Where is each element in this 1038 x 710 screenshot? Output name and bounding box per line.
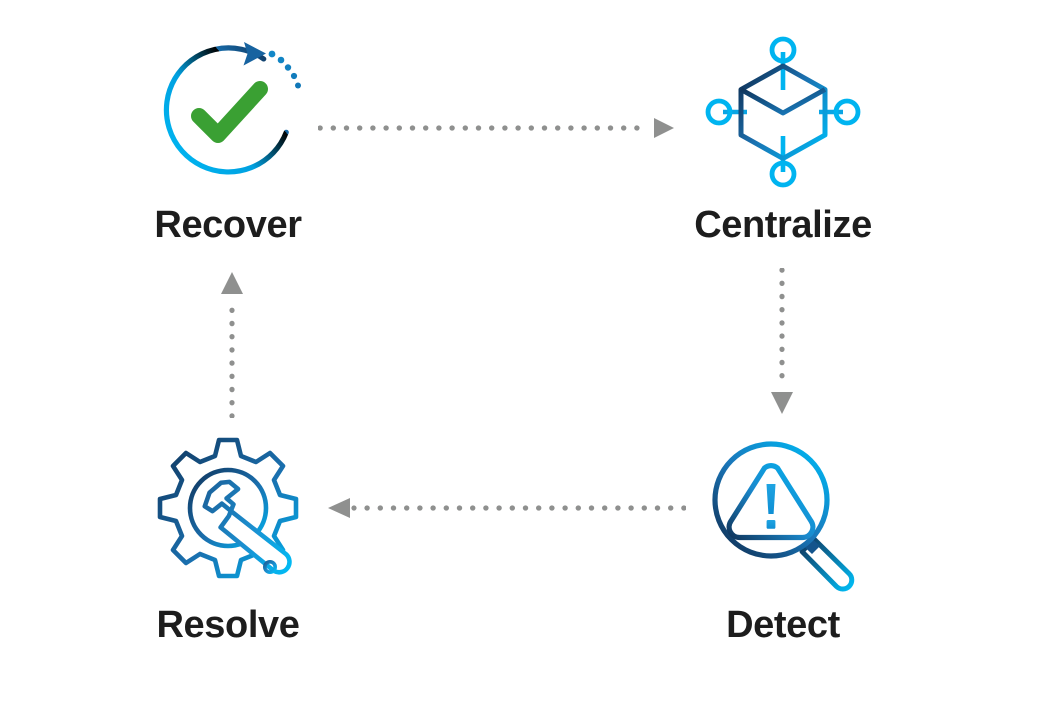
connector-resolve-to-recover — [221, 272, 243, 418]
node-recover[interactable]: Recover — [98, 32, 358, 244]
node-label-recover: Recover — [154, 204, 302, 246]
node-resolve[interactable]: Resolve — [98, 432, 358, 644]
connector-recover-to-centralize — [318, 118, 674, 138]
circular-arrow-check-icon — [163, 42, 301, 175]
connector-detect-to-resolve — [328, 498, 686, 518]
node-label-detect: Detect — [726, 604, 840, 646]
node-label-centralize: Centralize — [694, 204, 872, 246]
connector-centralize-to-detect — [771, 268, 793, 414]
magnifier-warning-icon — [712, 441, 855, 592]
gear-wrench-icon — [157, 437, 299, 579]
node-centralize[interactable]: Centralize — [653, 32, 913, 244]
cube-network-icon — [705, 36, 861, 188]
node-label-resolve: Resolve — [156, 604, 300, 646]
node-detect[interactable]: Detect — [653, 432, 913, 644]
